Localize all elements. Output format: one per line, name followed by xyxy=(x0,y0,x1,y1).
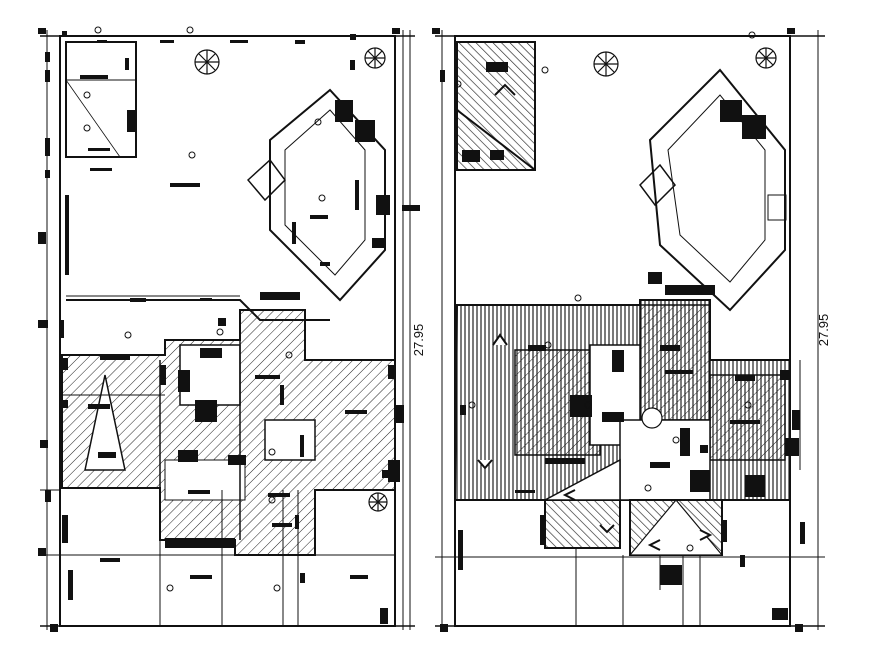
left-annotation-marks xyxy=(38,28,420,632)
tree-icon xyxy=(755,47,777,69)
left-main-house-hatch xyxy=(61,309,396,556)
tree-icon xyxy=(364,47,386,69)
tree-icon xyxy=(194,49,220,75)
right-symbols xyxy=(454,31,777,552)
right-front-wing-left xyxy=(544,499,621,549)
left-floor-plan xyxy=(40,30,415,630)
left-dimension-label: 27.95 xyxy=(411,324,426,357)
tree-icon xyxy=(368,492,388,512)
right-floor-plan xyxy=(435,30,825,630)
right-annotation-marks xyxy=(432,28,805,632)
right-pool xyxy=(648,68,786,312)
left-pool xyxy=(269,88,386,302)
tree-icon xyxy=(593,51,619,77)
left-symbols xyxy=(83,26,388,592)
right-dimension-label: 27.95 xyxy=(816,314,831,347)
